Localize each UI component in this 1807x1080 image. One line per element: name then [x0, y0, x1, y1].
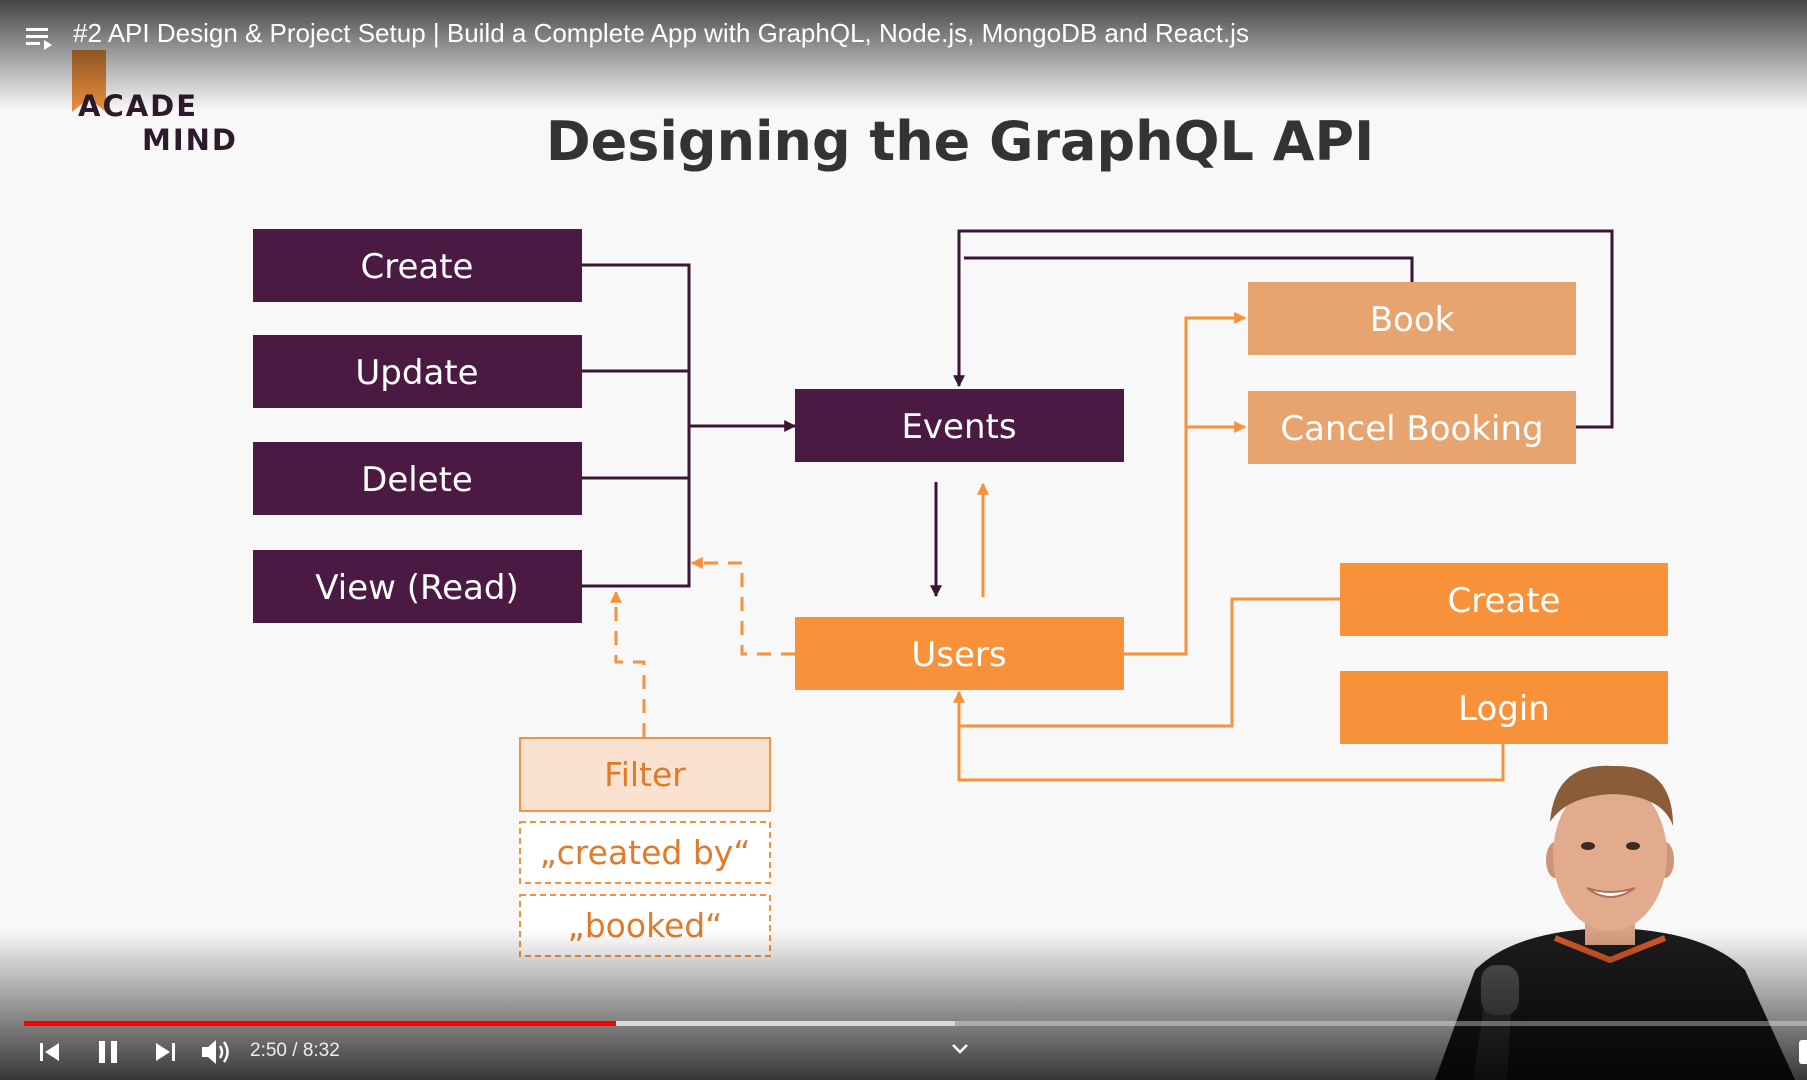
- box-users: Users: [795, 617, 1124, 690]
- box-book: Book: [1248, 282, 1576, 355]
- bottom-gradient-overlay: [0, 930, 1807, 1080]
- volume-icon: [202, 1040, 229, 1064]
- box-delete-label: Delete: [361, 460, 473, 500]
- skip-next-icon: [156, 1043, 175, 1061]
- box-created-by: „created by“: [519, 821, 771, 884]
- box-events: Events: [795, 389, 1124, 462]
- box-create-left-label: Create: [361, 247, 474, 287]
- time-total: 8:32: [302, 1040, 340, 1061]
- time-display: 2:50 / 8:32: [250, 1040, 340, 1062]
- box-login-label: Login: [1458, 689, 1550, 729]
- orange-connectors: [610, 312, 1505, 782]
- top-gradient-overlay: [0, 0, 1807, 110]
- playlist-button[interactable]: [24, 22, 56, 54]
- box-filter: Filter: [519, 737, 771, 812]
- time-current: 2:50: [250, 1040, 287, 1061]
- volume-button[interactable]: [196, 1035, 236, 1069]
- logo-text-line2: MIND: [142, 123, 238, 157]
- slide-heading: Designing the GraphQL API: [546, 110, 1374, 173]
- chevron-down-icon: [952, 1044, 968, 1054]
- box-filter-label: Filter: [604, 755, 686, 794]
- box-create-left: Create: [253, 229, 582, 302]
- purple-connectors: [582, 229, 1614, 598]
- pause-icon: [99, 1041, 117, 1063]
- box-view-read-label: View (Read): [315, 568, 518, 608]
- box-cancel-booking: Cancel Booking: [1248, 391, 1576, 464]
- box-book-label: Book: [1370, 300, 1455, 340]
- progress-bar[interactable]: [24, 1016, 1807, 1030]
- box-create-right: Create: [1340, 563, 1668, 636]
- box-events-label: Events: [901, 407, 1016, 447]
- pause-button[interactable]: [88, 1035, 128, 1069]
- controls-edge-icon[interactable]: [1799, 1040, 1807, 1064]
- box-login: Login: [1340, 671, 1668, 744]
- box-cancel-booking-label: Cancel Booking: [1280, 409, 1543, 449]
- playlist-icon: [26, 28, 52, 50]
- box-update: Update: [253, 335, 582, 408]
- progress-played: [24, 1021, 617, 1026]
- box-view-read: View (Read): [253, 550, 582, 623]
- previous-button[interactable]: [30, 1035, 70, 1069]
- box-update-label: Update: [355, 353, 478, 393]
- time-separator: /: [292, 1040, 303, 1061]
- box-create-right-label: Create: [1448, 581, 1561, 621]
- box-delete: Delete: [253, 442, 582, 515]
- skip-previous-icon: [40, 1043, 59, 1061]
- video-title[interactable]: #2 API Design & Project Setup | Build a …: [73, 18, 1249, 48]
- box-created-by-label: „created by“: [540, 833, 751, 872]
- box-users-label: Users: [911, 635, 1006, 675]
- next-button[interactable]: [145, 1035, 185, 1069]
- expand-chevron-button[interactable]: [948, 1038, 972, 1058]
